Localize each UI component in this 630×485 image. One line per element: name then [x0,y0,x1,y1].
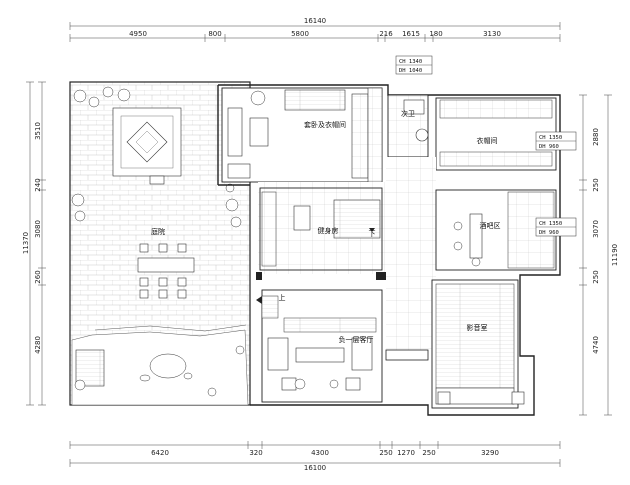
dim-top-1: 4950 [129,30,147,38]
room-wardrobe: CH 1350 DH 960 衣帽间 [435,97,577,171]
dim-left-5: 4280 [34,336,42,354]
gym-staircase [333,199,381,239]
room-gym: 下 健身房 [259,187,383,271]
room-label-living: 负一层客厅 [339,335,374,344]
dim-right-1: 2880 [592,128,600,146]
dim-bottom-3: 4300 [311,449,329,457]
room-label-master-suite: 套卧及衣帽间 [304,120,346,129]
room-label-bathroom: 次卫 [401,109,415,118]
room-label-wardrobe: 衣帽间 [477,136,498,145]
room-bar: CH 1350 DH 960 酒吧区 [435,189,577,271]
room-label-garden: 庭院 [151,227,165,236]
dim-left-4: 260 [34,270,42,283]
dim-bottom-total: 16100 [304,464,326,472]
bottom-dimensions: 6420 320 4300 250 1270 250 3290 16100 [69,441,561,472]
dim-left-total: 11370 [22,232,30,254]
dim-bottom-6: 250 [422,449,435,457]
top-dimensions: 16140 4950 800 5800 216 1615 180 3130 [69,17,561,42]
building-walls [217,84,561,416]
ceiling-tag-wardrobe-dh: DH 960 [539,144,559,150]
stair-mark-gym: 下 [369,230,376,238]
dim-top-6: 180 [429,30,442,38]
ceiling-tag-bath-dh: DH 1040 [399,68,422,74]
dim-top-2: 800 [208,30,221,38]
room-theater: 影音室 [431,279,525,409]
stair-arrow-icon [256,296,262,304]
room-bathroom: CH 1340 DH 1040 次卫 [387,55,433,158]
dim-right-4: 250 [592,270,600,283]
room-master-suite: 套卧及衣帽间 [221,87,383,183]
dim-bottom-5: 1270 [397,449,415,457]
dim-top-3: 5800 [291,30,309,38]
right-dimensions: 2880 250 3070 250 4740 11190 [579,94,619,416]
dim-left-3: 3080 [34,220,42,238]
hall-floor [386,157,436,357]
dim-left-2: 240 [34,178,42,191]
dim-top-5: 1615 [402,30,420,38]
room-label-bar: 酒吧区 [480,222,501,230]
room-label-theater: 影音室 [467,323,488,332]
dim-right-total: 11190 [611,244,619,266]
dim-bottom-2: 320 [249,449,262,457]
dim-right-2: 250 [592,178,600,191]
dim-left-1: 3510 [34,122,42,140]
dim-top-total: 16140 [304,17,326,25]
wall-columns [256,272,429,361]
ceiling-tag-bar-ch: CH 1350 [539,221,562,227]
room-living: 上 负一层客厅 [261,289,383,403]
ceiling-tag-bath-ch: CH 1340 [399,59,422,65]
dim-top-4: 216 [379,30,393,38]
stair-arrow-down-icon [369,228,375,232]
dim-right-3: 3070 [592,220,600,238]
dim-bottom-1: 6420 [151,449,169,457]
left-dimensions: 11370 3510 240 3080 260 4280 [22,81,46,406]
dim-bottom-4: 250 [379,449,392,457]
dim-right-5: 4740 [592,336,600,354]
room-label-gym: 健身房 [318,226,339,235]
dim-bottom-7: 3290 [481,449,499,457]
dim-top-7: 3130 [483,30,501,38]
ceiling-tag-wardrobe-ch: CH 1350 [539,135,562,141]
stair-mark-living: 上 [279,293,286,302]
ceiling-tag-bar-dh: DH 960 [539,230,559,236]
garden-area: 庭院 [69,81,251,406]
